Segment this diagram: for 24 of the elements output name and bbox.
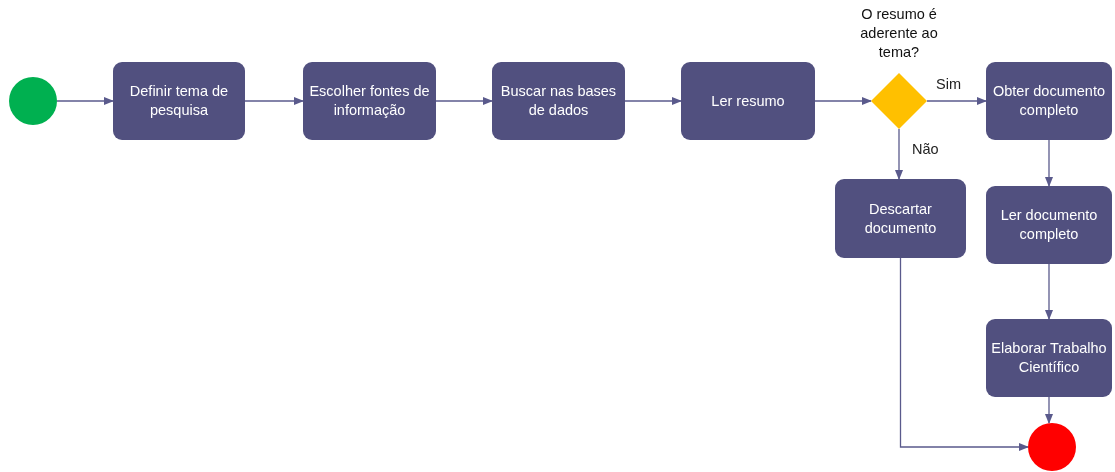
arrow bbox=[1044, 263, 1054, 321]
process-box: Definir tema de pesquisa bbox=[113, 62, 245, 140]
process-box: Ler resumo bbox=[681, 62, 815, 140]
process-box: Descartar documento bbox=[835, 179, 966, 258]
process-box: Escolher fontes de informação bbox=[303, 62, 436, 140]
arrow bbox=[244, 96, 305, 106]
process-box: Ler documento completo bbox=[986, 186, 1112, 264]
edge-label: Sim bbox=[934, 76, 963, 92]
circle-node bbox=[1028, 423, 1076, 471]
arrow bbox=[814, 96, 873, 106]
arrow bbox=[624, 96, 683, 106]
circle-node bbox=[9, 77, 57, 125]
arrow bbox=[1044, 396, 1054, 425]
process-box: Buscar nas bases de dados bbox=[492, 62, 625, 140]
edge-label: Não bbox=[910, 141, 941, 157]
arrow bbox=[435, 96, 494, 106]
arrow bbox=[1044, 139, 1054, 188]
decision-question: O resumo é aderente ao tema? bbox=[859, 5, 939, 62]
process-box: Elaborar Trabalho Científico bbox=[986, 319, 1112, 397]
arrow bbox=[926, 96, 988, 106]
arrow bbox=[56, 96, 115, 106]
arrow bbox=[899, 257, 1030, 452]
process-box: Obter documento completo bbox=[986, 62, 1112, 140]
arrow bbox=[894, 128, 904, 181]
